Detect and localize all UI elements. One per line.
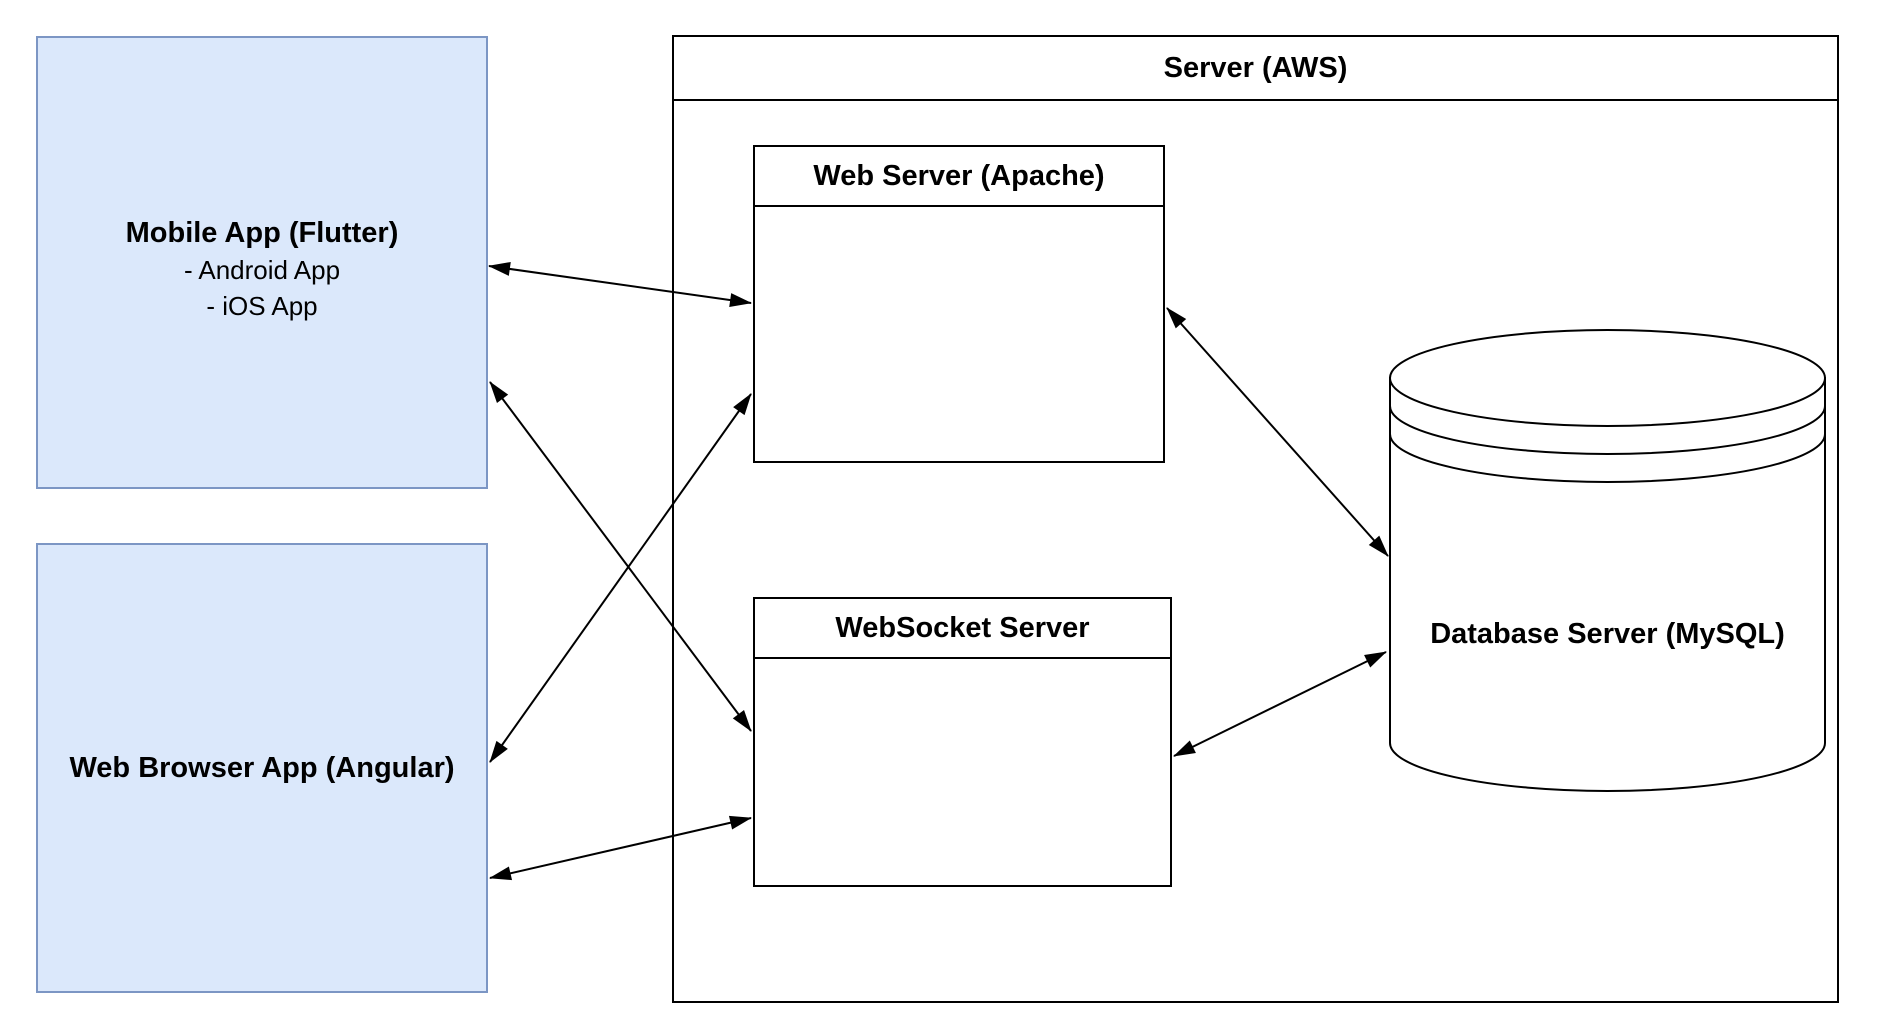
server-aws-title: Server (AWS) [1163, 51, 1348, 84]
websocket-server-title-band: WebSocket Server [755, 599, 1170, 659]
web-server-apache-node: Web Server (Apache) [753, 145, 1165, 463]
mobile-app-item-ios: - iOS App [206, 291, 318, 321]
mobile-app-node: Mobile App (Flutter) - Android App - iOS… [36, 36, 488, 489]
websocket-server-title: WebSocket Server [835, 611, 1090, 644]
web-browser-app-title: Web Browser App (Angular) [69, 751, 455, 784]
web-server-apache-title-band: Web Server (Apache) [755, 147, 1163, 207]
mobile-app-item-android: - Android App [183, 255, 341, 285]
websocket-server-node: WebSocket Server [753, 597, 1172, 887]
web-server-apache-title: Web Server (Apache) [813, 159, 1105, 192]
database-server-title: Database Server (MySQL) [1430, 618, 1785, 650]
web-browser-app-node: Web Browser App (Angular) [36, 543, 488, 993]
mobile-app-title: Mobile App (Flutter) [125, 217, 399, 249]
server-aws-header: Server (AWS) [674, 37, 1837, 101]
